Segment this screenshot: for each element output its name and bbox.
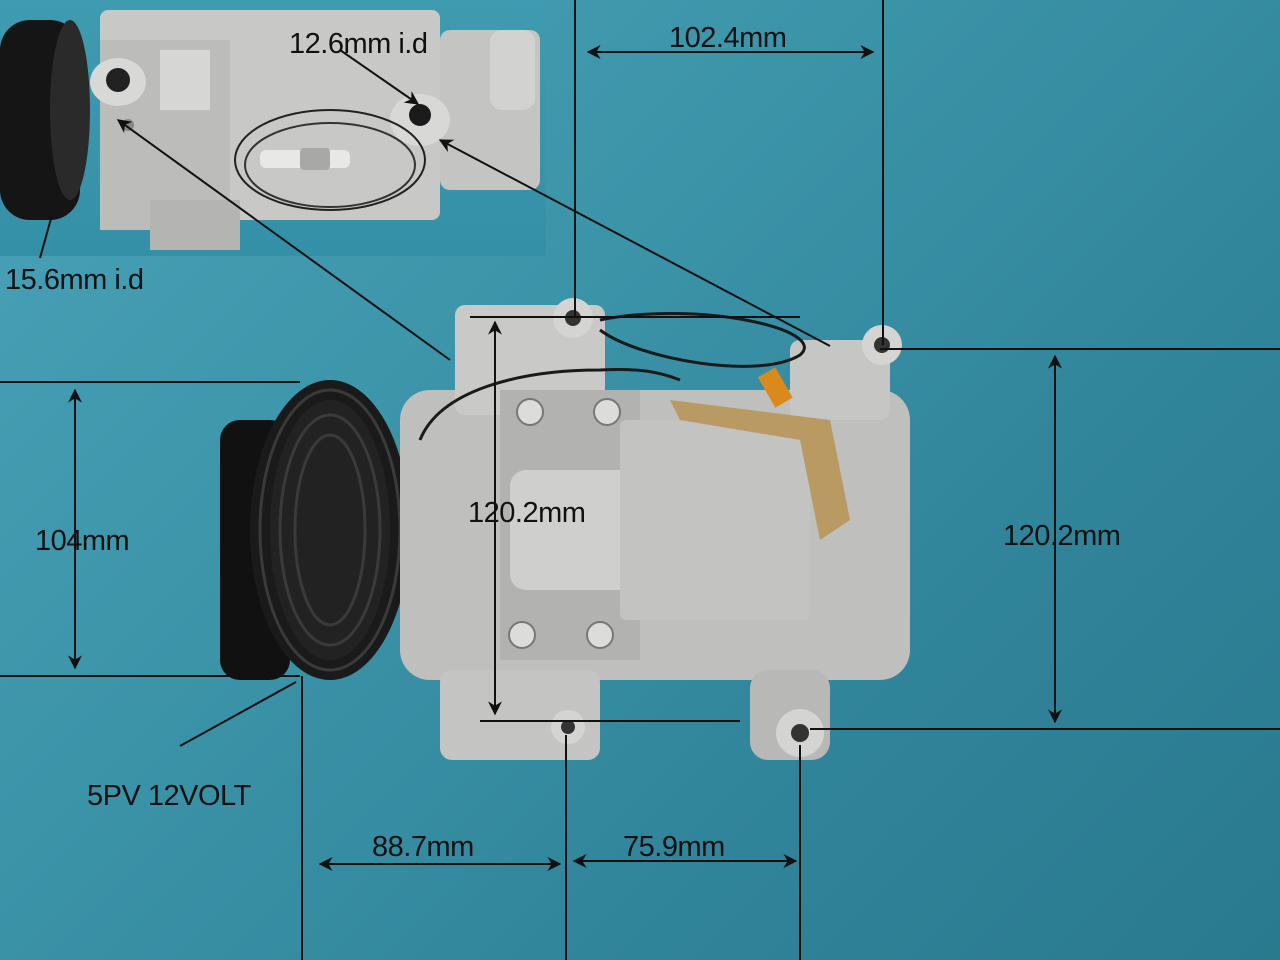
- outlet-port-label: 12.6mm i.d: [289, 28, 428, 60]
- inlet-port-label: 15.6mm i.d: [5, 264, 144, 296]
- bottom-left-width-dimension: 88.7mm: [372, 831, 474, 863]
- center-height-dimension: 120.2mm: [468, 497, 586, 529]
- left-height-dimension: 104mm: [35, 525, 130, 557]
- inset-photo: [0, 0, 546, 256]
- bottom-right-width-dimension: 75.9mm: [623, 831, 725, 863]
- right-height-dimension: 120.2mm: [1003, 520, 1121, 552]
- top-width-dimension: 102.4mm: [669, 22, 787, 54]
- pulley-spec-label: 5PV 12VOLT: [87, 780, 251, 812]
- inset-compressor-illustration: [0, 10, 540, 250]
